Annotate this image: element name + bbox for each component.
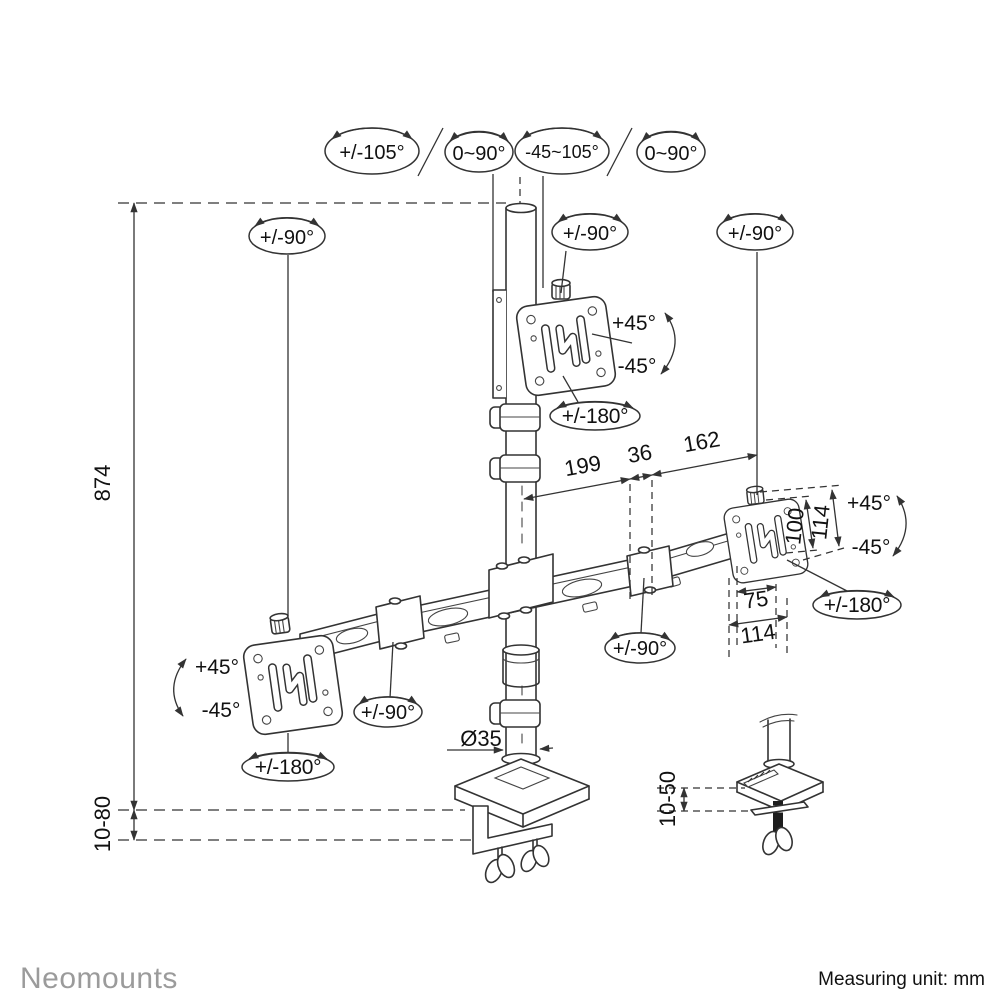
measuring-unit-note: Measuring unit: mm: [818, 969, 985, 990]
angle-label-swivel-joint-left: +/-90°: [361, 702, 415, 724]
dim-874-label: 874: [90, 465, 115, 502]
dim-162-label: 162: [681, 426, 722, 457]
dim-pole-height: 874: [90, 202, 138, 811]
angle-label-head-tilt-range: -45~105°: [525, 142, 599, 162]
angle-label-swivel-left: +/-90°: [260, 227, 314, 249]
swivel-annotation-top-head: +/-90°: [551, 213, 629, 251]
cable-clip-1: [489, 403, 541, 432]
desk-clamp-base: [454, 752, 590, 884]
pole-clamp: [488, 553, 554, 620]
rotate-annotation-right-head: +/-180°: [812, 589, 902, 620]
crossbar-arm: [299, 526, 751, 663]
tilt-annotation-right-head: +45° -45°: [847, 492, 907, 559]
dim-114-width-label: 114: [739, 619, 777, 649]
dim-plate-heights: 100 114: [759, 484, 845, 561]
rotation-annotation-arm-swing: +/-105°: [324, 127, 420, 175]
angle-label-pole-pivot-a: 0~90°: [452, 143, 505, 165]
cable-clip-3: [489, 699, 541, 728]
swivel-annotation-arm-joint-right: +/-90°: [604, 631, 676, 664]
dim-arm-chain: 199 36 162: [523, 426, 758, 600]
dim-grommet-clamp-range: 10-50: [655, 771, 750, 827]
rotation-annotation-pole-pivot-b: 0~90°: [636, 130, 706, 173]
tilt-annotation-top-head: +45° -45°: [612, 312, 676, 378]
angle-label-rotate-right: +/-180°: [824, 594, 890, 617]
angle-label-tilt-up-right: +45°: [847, 492, 891, 515]
or-slash-1: [417, 127, 444, 177]
grommet-base-inset: [736, 713, 824, 856]
dim-36-label: 36: [625, 439, 653, 468]
dim-100-label: 100: [780, 507, 809, 546]
pole: [489, 202, 541, 758]
angle-label-swivel-right: +/-90°: [728, 223, 782, 245]
angle-label-tilt-up-left: +45°: [195, 656, 239, 679]
angle-label-rotate-top: +/-180°: [562, 405, 628, 428]
rotate-annotation-top-head: +/-180°: [549, 400, 641, 431]
dim-plate-widths: 75 114: [728, 566, 788, 658]
arm-joint-left: [375, 595, 425, 650]
brand-logo: Neomounts: [20, 962, 178, 995]
tilt-annotation-left-head: +45° -45°: [173, 656, 241, 722]
dim-10-80-label: 10-80: [90, 796, 115, 852]
angle-label-swivel-top: +/-90°: [563, 223, 617, 245]
arm-joint-right: [626, 545, 674, 597]
swivel-annotation-arm-joint-left: +/-90°: [353, 695, 423, 728]
vesa-head-top: [515, 278, 617, 397]
dim-10-50-label: 10-50: [655, 771, 680, 827]
angle-label-swivel-joint-right: +/-90°: [613, 638, 667, 660]
rotation-annotation-head-tilt-range: -45~105°: [514, 127, 610, 175]
angle-label-rotate-left: +/-180°: [255, 756, 321, 779]
angle-label-tilt-up-top: +45°: [612, 312, 656, 335]
dim-o35-label: Ø35: [460, 726, 502, 751]
angle-label-pole-pivot-b: 0~90°: [644, 143, 697, 165]
swivel-annotation-right-head: +/-90°: [716, 213, 794, 251]
dim-pole-diameter: Ø35: [447, 726, 554, 754]
dim-desk-clamp-range: 10-80: [90, 796, 138, 852]
swivel-annotation-left-head: +/-90°: [248, 217, 326, 255]
cable-clip-2: [489, 454, 541, 483]
angle-label-tilt-down-top: -45°: [618, 355, 657, 378]
dim-199-label: 199: [562, 450, 603, 481]
dim-114-height-label: 114: [806, 503, 835, 540]
rotation-annotation-pole-pivot-a: 0~90°: [444, 130, 514, 173]
dim-75-label: 75: [742, 585, 770, 613]
pole-collar: [502, 644, 540, 688]
angle-label-arm-swing: +/-105°: [339, 142, 404, 164]
leader-lines: [287, 127, 850, 754]
datum-lines: [118, 202, 506, 841]
or-slash-2: [606, 127, 633, 177]
angle-label-tilt-down-right: -45°: [852, 536, 891, 559]
rotate-annotation-left-head: +/-180°: [241, 751, 335, 782]
angle-label-tilt-down-left: -45°: [202, 699, 241, 722]
